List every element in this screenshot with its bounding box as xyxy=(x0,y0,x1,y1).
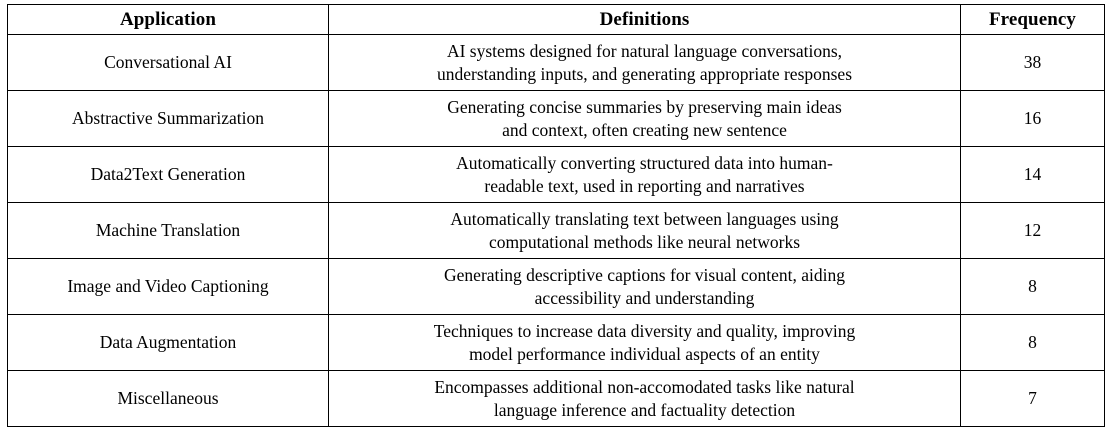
cell-definition: Generating concise summaries by preservi… xyxy=(328,90,961,147)
definition-line: Generating concise summaries by preservi… xyxy=(447,96,842,117)
cell-definition: Automatically converting structured data… xyxy=(328,146,961,203)
application-name: Data2Text Generation xyxy=(90,164,246,184)
table-header: Application Definitions Frequency xyxy=(7,4,1105,35)
cell-application: Data Augmentation xyxy=(7,314,329,371)
table-row: Abstractive Summarization Generating con… xyxy=(7,90,1105,147)
frequency-value: 8 xyxy=(1028,276,1037,296)
definition-line: Automatically translating text between l… xyxy=(450,208,839,229)
column-header-application: Application xyxy=(7,4,329,35)
table-header-row: Application Definitions Frequency xyxy=(7,4,1105,35)
applications-frequency-table: Application Definitions Frequency Conver… xyxy=(7,4,1105,427)
cell-application: Data2Text Generation xyxy=(7,146,329,203)
frequency-value: 7 xyxy=(1028,388,1037,408)
column-header-definitions: Definitions xyxy=(328,4,961,35)
cell-application: Machine Translation xyxy=(7,202,329,259)
definition-line: understanding inputs, and generating app… xyxy=(436,63,853,84)
cell-frequency: 12 xyxy=(960,202,1105,259)
cell-application: Abstractive Summarization xyxy=(7,90,329,147)
cell-definition: Automatically translating text between l… xyxy=(328,202,961,259)
applications-table-container: Application Definitions Frequency Conver… xyxy=(7,4,1105,427)
cell-definition: Encompasses additional non-accomodated t… xyxy=(328,370,961,427)
definition-line: and context, often creating new sentence xyxy=(502,119,787,140)
definition-line: Generating descriptive captions for visu… xyxy=(444,264,845,285)
frequency-value: 38 xyxy=(1023,52,1042,72)
table-row: Image and Video Captioning Generating de… xyxy=(7,258,1105,315)
table-row: Data2Text Generation Automatically conve… xyxy=(7,146,1105,203)
table-row: Machine Translation Automatically transl… xyxy=(7,202,1105,259)
table-row: Conversational AI AI systems designed fo… xyxy=(7,34,1105,91)
definition-line: Encompasses additional non-accomodated t… xyxy=(434,376,855,397)
definition-line: AI systems designed for natural language… xyxy=(446,40,843,61)
application-name: Machine Translation xyxy=(95,220,241,240)
application-name: Miscellaneous xyxy=(117,388,219,408)
cell-frequency: 16 xyxy=(960,90,1105,147)
application-name: Data Augmentation xyxy=(99,332,237,352)
definition-line: accessibility and understanding xyxy=(534,287,755,308)
definition-line: readable text, used in reporting and nar… xyxy=(484,175,805,196)
cell-frequency: 7 xyxy=(960,370,1105,427)
application-name: Image and Video Captioning xyxy=(67,276,269,296)
application-name: Abstractive Summarization xyxy=(72,108,264,128)
cell-frequency: 14 xyxy=(960,146,1105,203)
definition-line: model performance individual aspects of … xyxy=(469,343,820,364)
definition-line: computational methods like neural networ… xyxy=(488,231,801,252)
frequency-value: 8 xyxy=(1028,332,1037,352)
cell-definition: Techniques to increase data diversity an… xyxy=(328,314,961,371)
application-name: Conversational AI xyxy=(104,52,232,72)
definition-line: Automatically converting structured data… xyxy=(456,152,833,173)
table-body: Conversational AI AI systems designed fo… xyxy=(7,34,1105,427)
frequency-value: 16 xyxy=(1023,108,1042,128)
frequency-value: 12 xyxy=(1023,220,1042,240)
cell-application: Image and Video Captioning xyxy=(7,258,329,315)
cell-frequency: 8 xyxy=(960,258,1105,315)
table-row: Data Augmentation Techniques to increase… xyxy=(7,314,1105,371)
definition-line: language inference and factuality detect… xyxy=(493,399,796,420)
table-row: Miscellaneous Encompasses additional non… xyxy=(7,370,1105,427)
cell-frequency: 8 xyxy=(960,314,1105,371)
cell-definition: AI systems designed for natural language… xyxy=(328,34,961,91)
cell-definition: Generating descriptive captions for visu… xyxy=(328,258,961,315)
definition-line: Techniques to increase data diversity an… xyxy=(433,320,856,341)
cell-application: Conversational AI xyxy=(7,34,329,91)
cell-frequency: 38 xyxy=(960,34,1105,91)
column-header-frequency: Frequency xyxy=(960,4,1105,35)
frequency-value: 14 xyxy=(1023,164,1042,184)
cell-application: Miscellaneous xyxy=(7,370,329,427)
